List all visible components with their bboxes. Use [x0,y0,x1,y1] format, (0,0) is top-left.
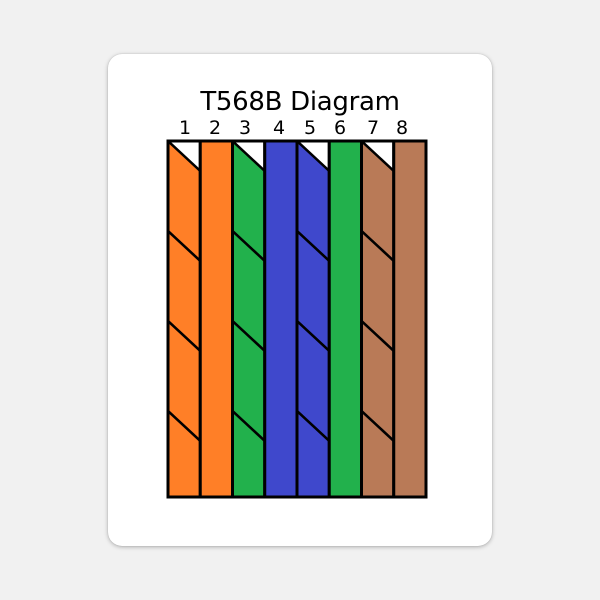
diagram-title: T568B Diagram [200,87,400,117]
wire-color-stripe [232,229,265,353]
wire-solid-fill [200,141,233,497]
wire-color-stripe [297,229,330,353]
wire-pin-5 [295,139,331,600]
wire-pin-6 [327,139,363,499]
wire-color-stripe [168,409,201,497]
wire-color-stripe [297,501,329,600]
wire-solid-fill [393,141,426,497]
wire-color-stripe [168,501,200,600]
wire-color-stripe [232,409,265,497]
wire-pin-7 [360,139,396,600]
wire-pin-3 [231,139,267,600]
pin-number-4: 4 [272,117,286,139]
wire-color-stripe [168,141,201,263]
wire-pin-8 [392,139,428,499]
pin-number-7: 7 [366,117,380,139]
pin-number-5: 5 [303,117,317,139]
wire-solid-fill [329,141,362,497]
wire-solid-fill [264,141,297,497]
wire-pin-4 [263,139,299,499]
wire-color-stripe [168,229,201,353]
wire-color-stripe [361,229,394,353]
pin-number-1: 1 [178,117,192,139]
pin-number-2: 2 [208,117,222,139]
wire-pin-2 [198,139,234,499]
wire-color-stripe [361,141,394,263]
wire-pin-1 [166,139,202,600]
wire-color-stripe [233,501,265,600]
wire-color-stripe [361,409,394,497]
wire-color-stripe [297,319,330,443]
wire-color-stripe [232,141,265,263]
pin-number-8: 8 [395,117,409,139]
wire-color-stripe [297,141,330,263]
wire-color-stripe [362,501,394,600]
wire-color-stripe [297,409,330,497]
wire-color-stripe [232,319,265,443]
pin-number-row: 1 2 3 4 5 6 7 8 [0,117,600,139]
wire-outline [392,139,428,499]
wire-color-stripe [168,319,201,443]
pin-number-3: 3 [238,117,252,139]
pin-number-6: 6 [333,117,347,139]
wire-color-stripe [361,319,394,443]
